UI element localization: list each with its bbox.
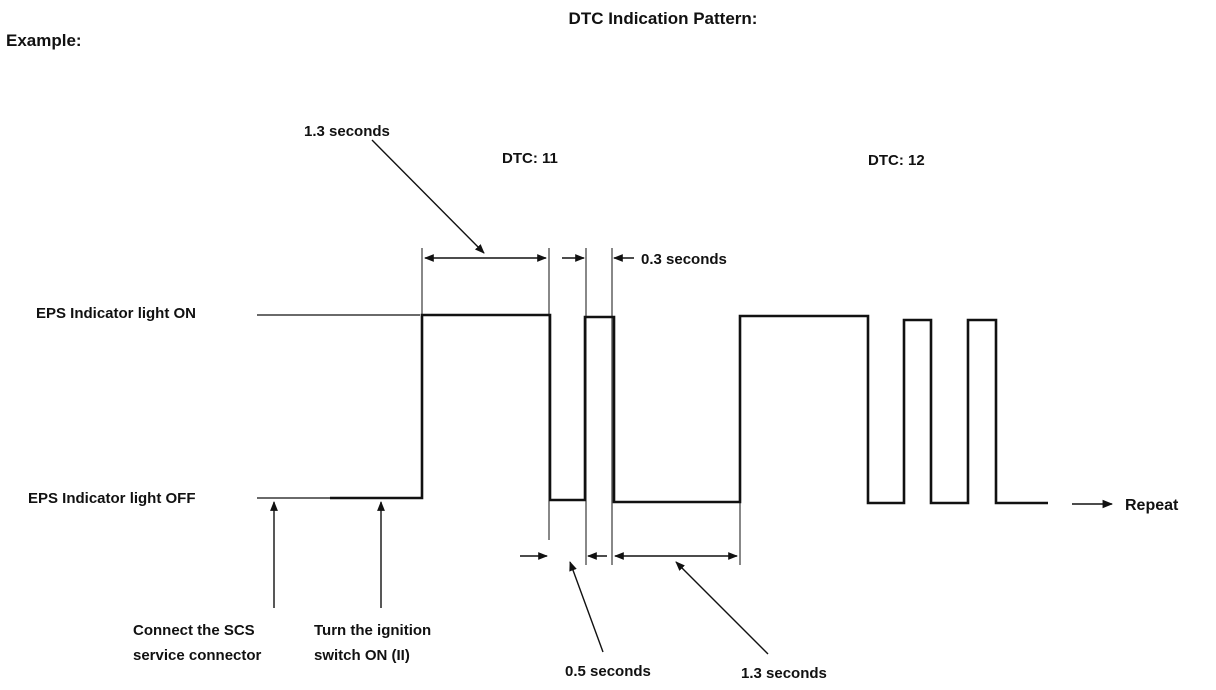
level-on-label: EPS Indicator light ON <box>36 305 196 322</box>
label-short-off: 0.5 seconds <box>565 663 651 680</box>
repeat-label: Repeat <box>1125 497 1179 514</box>
label-short-on: 0.3 seconds <box>641 251 727 268</box>
dtc-11-label: DTC: 11 <box>502 150 558 167</box>
level-off-label: EPS Indicator light OFF <box>28 490 196 507</box>
connect-caption-line1: Connect the SCS <box>133 622 255 639</box>
example-label: Example: <box>6 31 82 50</box>
leader-short-off <box>569 561 604 653</box>
signal-waveform <box>330 313 1048 505</box>
diagram-title: DTC Indication Pattern: <box>569 9 758 28</box>
label-long-top: 1.3 seconds <box>304 123 390 140</box>
leader-long-top <box>371 139 485 254</box>
dtc-12-label: DTC: 12 <box>868 152 925 169</box>
ignition-caption-line2: switch ON (II) <box>314 647 410 664</box>
connect-caption-line2: service connector <box>133 647 262 664</box>
ignition-caption-line1: Turn the ignition <box>314 622 431 639</box>
leader-long-bottom <box>675 561 769 655</box>
label-long-bottom: 1.3 seconds <box>741 665 827 682</box>
